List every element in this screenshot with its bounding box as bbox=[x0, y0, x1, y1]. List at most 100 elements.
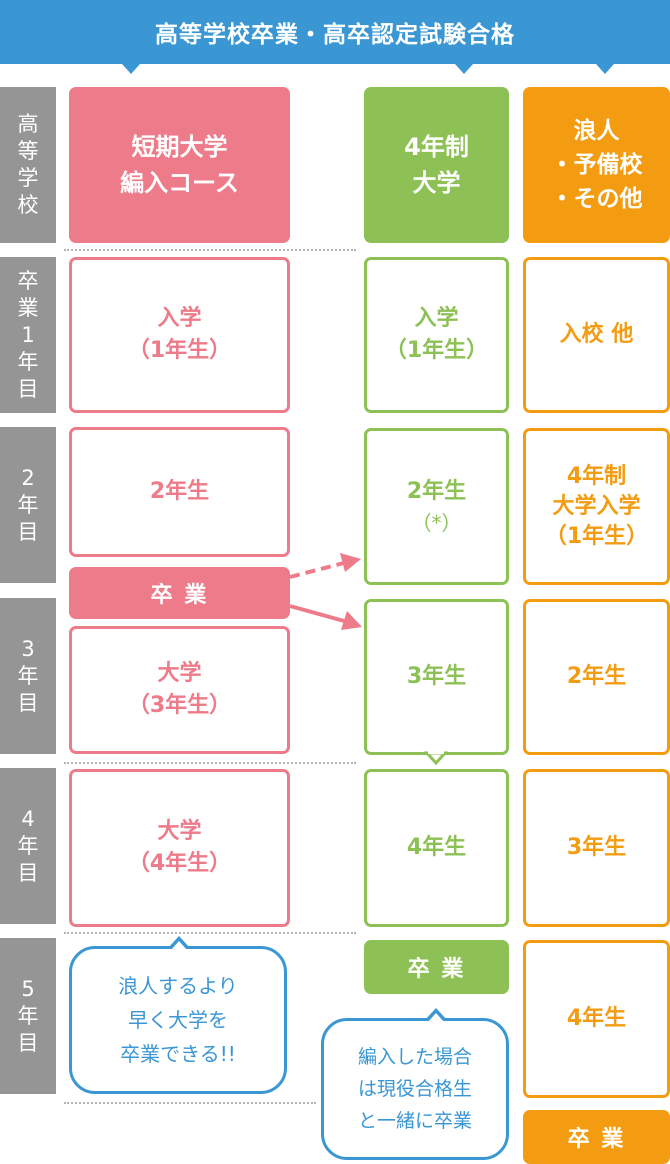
row-divider bbox=[64, 1102, 316, 1104]
cell-text: 卒業できる!! bbox=[120, 1042, 236, 1066]
timeline-char: 年 bbox=[17, 492, 39, 517]
four-year-bubble: 編入した場合 は現役合格生 と一緒に卒業 bbox=[321, 1018, 509, 1160]
four-year-year2: 2年生 （*） bbox=[364, 428, 509, 585]
header-title: 高等学校卒業・高卒認定試験合格 bbox=[155, 22, 515, 48]
ronin-year4: 3年生 bbox=[523, 769, 670, 927]
cell-text: 大学 bbox=[157, 661, 202, 686]
timeline-char: 年 bbox=[17, 663, 39, 688]
four-year-header: 4年制 大学 bbox=[364, 87, 509, 243]
four-year-year4: 4年生 bbox=[364, 769, 509, 927]
junior-college-year4: 大学 （4年生） bbox=[69, 769, 290, 927]
timeline-char: 校 bbox=[17, 193, 39, 217]
timeline-char: 等 bbox=[17, 139, 39, 163]
timeline-char: 卒 bbox=[17, 268, 39, 293]
timeline-char: 4 bbox=[21, 806, 35, 831]
ronin-year1: 入校 他 bbox=[523, 257, 670, 413]
transfer-arrow-solid bbox=[289, 604, 345, 623]
cell-text: 短期大学 bbox=[131, 133, 228, 161]
transfer-arrowhead-dashed bbox=[340, 553, 361, 572]
junior-college-header: 短期大学 編入コース bbox=[69, 87, 290, 243]
four-year-year1: 入学 （1年生） bbox=[364, 257, 509, 413]
junior-college-graduate: 卒 業 bbox=[69, 567, 290, 619]
cell-text: 入学 bbox=[414, 306, 459, 331]
cell-text: 入校 他 bbox=[559, 322, 634, 347]
banner-notch-right bbox=[596, 64, 614, 74]
timeline-char: 目 bbox=[17, 690, 39, 715]
cell-text: 4年制 bbox=[566, 463, 627, 489]
cell-text: 浪人 bbox=[573, 118, 620, 144]
cell-text: 大学入学 bbox=[552, 493, 641, 519]
banner-notch-left bbox=[122, 64, 140, 74]
timeline-char: 1 bbox=[21, 322, 35, 347]
timeline-char: 目 bbox=[17, 519, 39, 544]
row-divider bbox=[64, 932, 356, 934]
junior-college-year3: 大学 （3年生） bbox=[69, 626, 290, 754]
cell-text: 4年制 bbox=[404, 133, 469, 161]
cell-text: （1年生） bbox=[384, 338, 489, 363]
junior-college-year2: 2年生 bbox=[69, 427, 290, 557]
four-year-year3: 3年生 bbox=[364, 599, 509, 755]
cell-text: 編入コース bbox=[120, 169, 239, 197]
bubble-tail-inner bbox=[171, 941, 187, 950]
timeline-char: 目 bbox=[17, 376, 39, 401]
cell-text: 2年生 bbox=[566, 664, 627, 689]
timeline-char: 目 bbox=[17, 1030, 39, 1055]
cell-text: 早く大学を bbox=[128, 1008, 228, 1032]
timeline-char: 目 bbox=[17, 860, 39, 885]
cell-text: 大学 bbox=[412, 169, 461, 197]
banner-notch-middle bbox=[455, 64, 473, 74]
cell-text: 2年生 bbox=[149, 479, 210, 504]
timeline-char: 年 bbox=[17, 833, 39, 858]
cell-text: 3年生 bbox=[406, 664, 467, 689]
cell-text: は現役合格生 bbox=[357, 1078, 472, 1100]
timeline-char: 3 bbox=[21, 636, 35, 661]
transfer-arrowhead-solid bbox=[341, 611, 362, 630]
cell-text: （4年生） bbox=[127, 851, 232, 876]
cell-text: 4年生 bbox=[566, 1006, 627, 1031]
header-banner: 高等学校卒業・高卒認定試験合格 bbox=[0, 0, 670, 64]
cell-text: 浪人するより bbox=[118, 974, 238, 998]
cell-text: ・その他 bbox=[550, 186, 643, 212]
timeline-char: 5 bbox=[21, 976, 35, 1001]
row-divider bbox=[64, 762, 356, 764]
timeline-char: 業 bbox=[17, 295, 39, 320]
bubble-tail-inner bbox=[428, 1013, 444, 1022]
cell-text: ・予備校 bbox=[550, 152, 643, 178]
four-year-graduate: 卒 業 bbox=[364, 940, 509, 994]
timeline-char: 年 bbox=[17, 1003, 39, 1028]
timeline-high-school: 高等学校 bbox=[0, 87, 56, 243]
cell-text: と一緒に卒業 bbox=[357, 1110, 472, 1132]
cell-text: 入学 bbox=[157, 306, 202, 331]
cell-text: （*） bbox=[411, 510, 462, 535]
transfer-arrow-dashed bbox=[289, 561, 345, 579]
cell-text: （1年生） bbox=[544, 523, 649, 549]
ronin-header: 浪人 ・予備校 ・その他 bbox=[523, 87, 670, 243]
cell-text: 3年生 bbox=[566, 835, 627, 860]
label-text: 卒 業 bbox=[150, 583, 209, 608]
timeline-char: 年 bbox=[17, 349, 39, 374]
ronin-year5: 4年生 bbox=[523, 940, 670, 1098]
cell-text: 4年生 bbox=[406, 835, 467, 860]
timeline-char: 学 bbox=[17, 166, 39, 190]
cell-text: 編入した場合 bbox=[357, 1046, 472, 1068]
label-text: 卒 業 bbox=[407, 957, 466, 982]
ronin-year3: 2年生 bbox=[523, 599, 670, 755]
label-text: 卒 業 bbox=[567, 1127, 626, 1152]
ronin-graduate: 卒 業 bbox=[523, 1110, 670, 1164]
junior-college-year1: 入学 （1年生） bbox=[69, 257, 290, 413]
cell-text: 大学 bbox=[157, 819, 202, 844]
cell-text: （1年生） bbox=[127, 338, 232, 363]
timeline-char: 2 bbox=[21, 465, 35, 490]
timeline-char: 高 bbox=[17, 112, 39, 136]
cell-text: （3年生） bbox=[127, 693, 232, 718]
cell-text: 2年生 bbox=[406, 478, 467, 504]
ronin-year2: 4年制 大学入学 （1年生） bbox=[523, 428, 670, 585]
row-divider bbox=[64, 249, 356, 251]
